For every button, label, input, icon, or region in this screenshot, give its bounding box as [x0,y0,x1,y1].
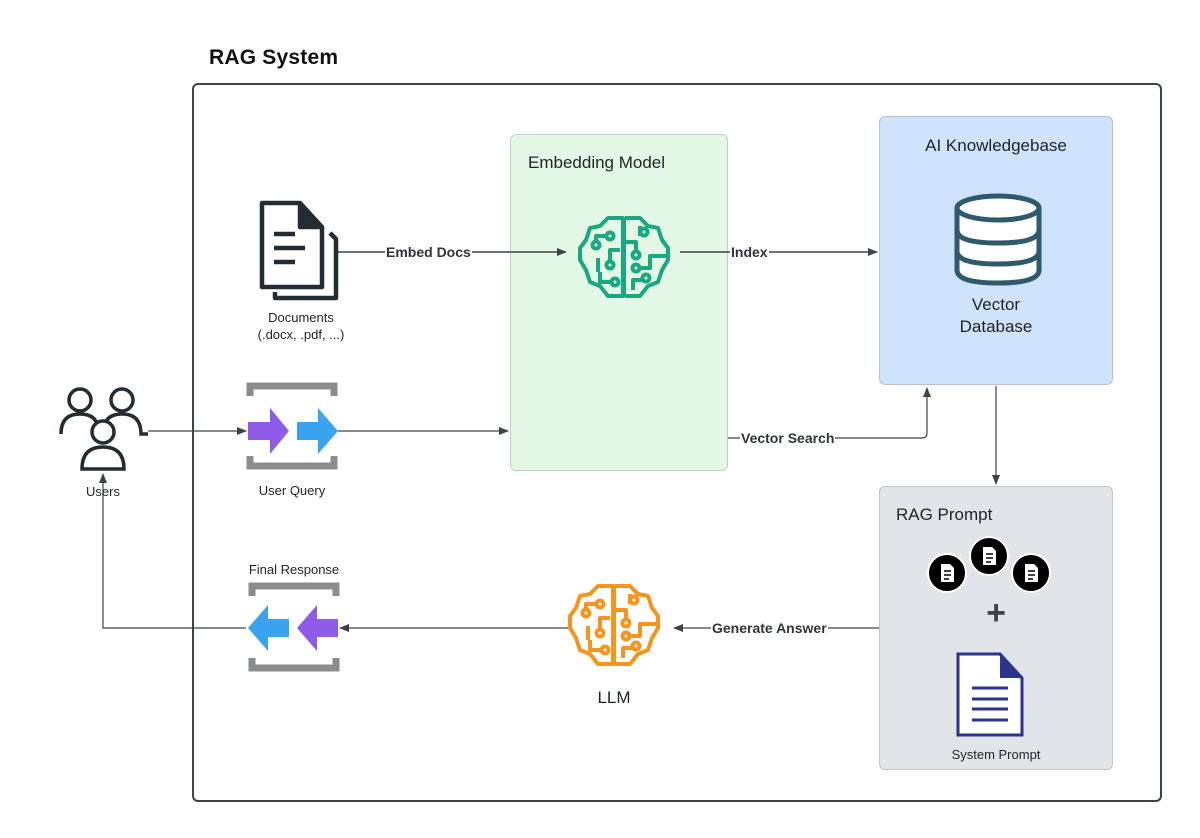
system-prompt-label: System Prompt [951,747,1041,762]
users-label: Users [86,484,120,499]
embedding-model-box[interactable] [510,134,728,471]
edge-label-index: Index [730,244,769,260]
edge-label-generate-answer: Generate Answer [711,620,828,636]
llm-label: LLM [597,688,631,707]
edge-response-to-users [99,473,246,629]
documents-label-line2: (.docx, .pdf, ...) [257,327,345,342]
edge-label-embed-docs: Embed Docs [385,244,472,260]
documents-icon[interactable] [259,200,339,301]
user-query-label: User Query [258,483,326,498]
diagram-title: RAG System [209,46,339,69]
final-response-label: Final Response [248,562,340,577]
brain-circuit-icon [568,584,660,666]
edge-label-vector-search: Vector Search [740,430,836,446]
query-arrows-icon[interactable] [246,382,338,470]
brain-circuit-icon [578,216,670,298]
database-icon [954,193,1042,286]
users-icon[interactable] [59,387,148,471]
system-prompt-document-icon [956,652,1024,737]
vector-database-label-line2: Database [959,317,1033,336]
retrieved-docs-icon [927,536,1051,593]
documents-label: Documents (.docx, .pdf, ...) [236,309,366,343]
response-arrows-icon[interactable] [248,582,340,672]
vector-database-label-line1: Vector [971,295,1021,314]
vector-database-label: Vector Database [879,294,1113,338]
plus-sign: + [986,594,1006,632]
embedding-model-title: Embedding Model [528,153,666,172]
documents-label-line1: Documents [268,310,334,325]
edge-vector-search [728,387,931,439]
knowledgebase-title: AI Knowledgebase [925,136,1067,155]
rag-system-frame [192,83,1162,802]
rag-prompt-title: RAG Prompt [896,505,993,524]
